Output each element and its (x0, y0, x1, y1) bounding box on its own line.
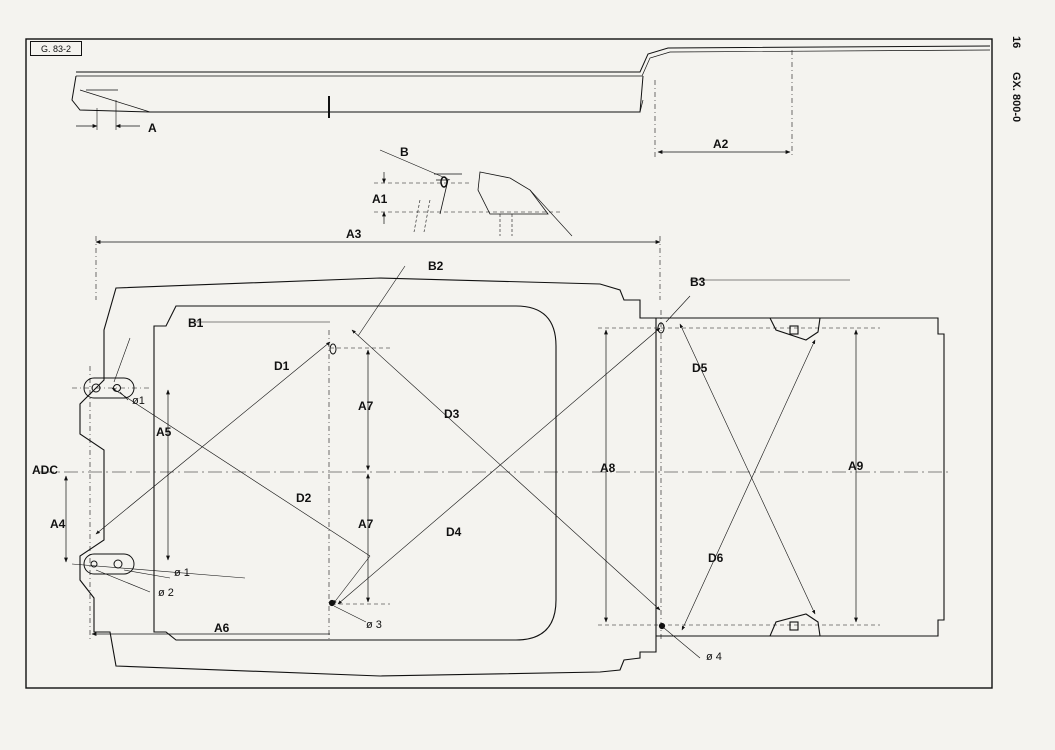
leader-lines (95, 391, 701, 659)
label-adc: ADC (32, 463, 58, 477)
label-a: A (148, 121, 157, 135)
label-d4: D4 (446, 525, 462, 539)
mounting-holes (83, 322, 666, 630)
hole-b2 (329, 343, 337, 355)
hole-dia2 (90, 560, 98, 568)
label-dia2: ø 2 (158, 587, 174, 599)
label-b2: B2 (428, 259, 444, 273)
label-a2: A2 (713, 137, 729, 151)
label-b3: B3 (690, 275, 706, 289)
drawing-ref-code: G. 83-2 (30, 41, 82, 56)
label-d2: D2 (296, 491, 312, 505)
label-d5: D5 (692, 361, 708, 375)
label-d6: D6 (708, 551, 724, 565)
label-dia1-lower: ø 1 (174, 567, 190, 579)
hole-dia3 (328, 599, 336, 607)
label-b1: B1 (188, 316, 204, 330)
label-dia3: ø 3 (366, 619, 382, 631)
hole-dia1-upper (91, 383, 101, 393)
side-profile-view (71, 45, 991, 158)
label-d1: D1 (274, 359, 290, 373)
label-a7-lower: A7 (358, 517, 374, 531)
label-d3: D3 (444, 407, 460, 421)
slot-hole-upper (83, 377, 135, 399)
hole-b3 (657, 322, 665, 334)
label-a1: A1 (372, 192, 388, 206)
label-b: B (400, 145, 409, 159)
label-a4: A4 (50, 517, 66, 531)
diagonal-measurements (95, 265, 816, 631)
detail-view-b (374, 149, 573, 237)
label-a9: A9 (848, 459, 864, 473)
slot-hole-lower (83, 553, 135, 575)
label-dia1-upper: ø1 (132, 395, 145, 407)
label-a8: A8 (600, 461, 616, 475)
construction-lines (71, 279, 880, 640)
hole-dia4 (658, 622, 666, 630)
label-dia4: ø 4 (706, 651, 722, 663)
label-a6: A6 (214, 621, 230, 635)
drawing-frame (25, 38, 993, 689)
label-a3: A3 (346, 227, 362, 241)
label-a7-upper: A7 (358, 399, 374, 413)
label-a5: A5 (156, 425, 172, 439)
hole-dia1-lower (113, 559, 123, 569)
dimension-lines (64, 329, 858, 636)
